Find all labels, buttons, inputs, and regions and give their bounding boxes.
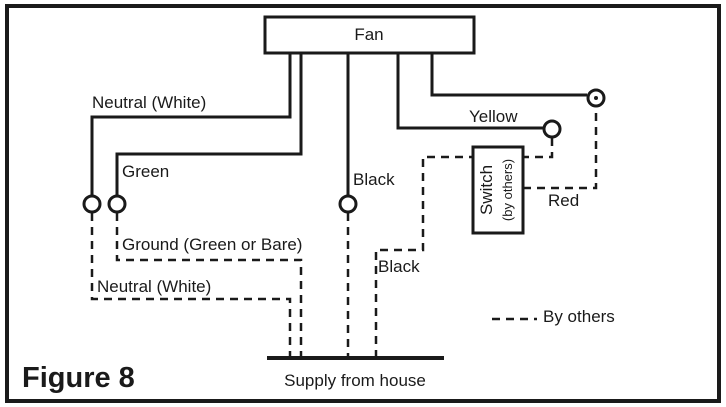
yellow-label: Yellow xyxy=(469,107,518,126)
neutral-terminal xyxy=(82,194,102,214)
switch-label: Switch xyxy=(477,165,496,215)
neutral-white-label-bottom: Neutral (White) xyxy=(97,277,211,296)
red-wire-fan xyxy=(430,53,587,97)
neutral-white-label-top: Neutral (White) xyxy=(92,93,206,112)
black-house-label: Black xyxy=(378,257,420,276)
switch-sublabel: (by others) xyxy=(500,159,515,221)
red-terminal-dot xyxy=(594,96,598,100)
legend-label: By others xyxy=(543,307,615,326)
supply-label: Supply from house xyxy=(284,371,426,390)
switch-to-yellow-wire xyxy=(523,138,554,159)
switch-to-red-wire xyxy=(523,107,598,190)
switch-box xyxy=(471,145,525,235)
red-label: Red xyxy=(548,191,579,210)
neutral-white-wire-fan xyxy=(90,53,292,196)
ground-wire-house xyxy=(115,213,303,358)
ground-label: Ground (Green or Bare) xyxy=(122,235,302,254)
black-fan-label: Black xyxy=(353,170,395,189)
ground-terminal xyxy=(107,194,127,214)
black-terminal xyxy=(338,194,358,214)
fan-label: Fan xyxy=(354,25,383,44)
fan-box xyxy=(263,15,476,55)
neutral-white-wire-house xyxy=(90,213,292,358)
yellow-wire-fan xyxy=(396,53,545,130)
yellow-terminal xyxy=(542,119,562,139)
green-wire-fan xyxy=(115,53,303,196)
black-wire-house-switch xyxy=(374,155,473,358)
figure-title: Figure 8 xyxy=(22,362,135,394)
green-label: Green xyxy=(122,162,169,181)
